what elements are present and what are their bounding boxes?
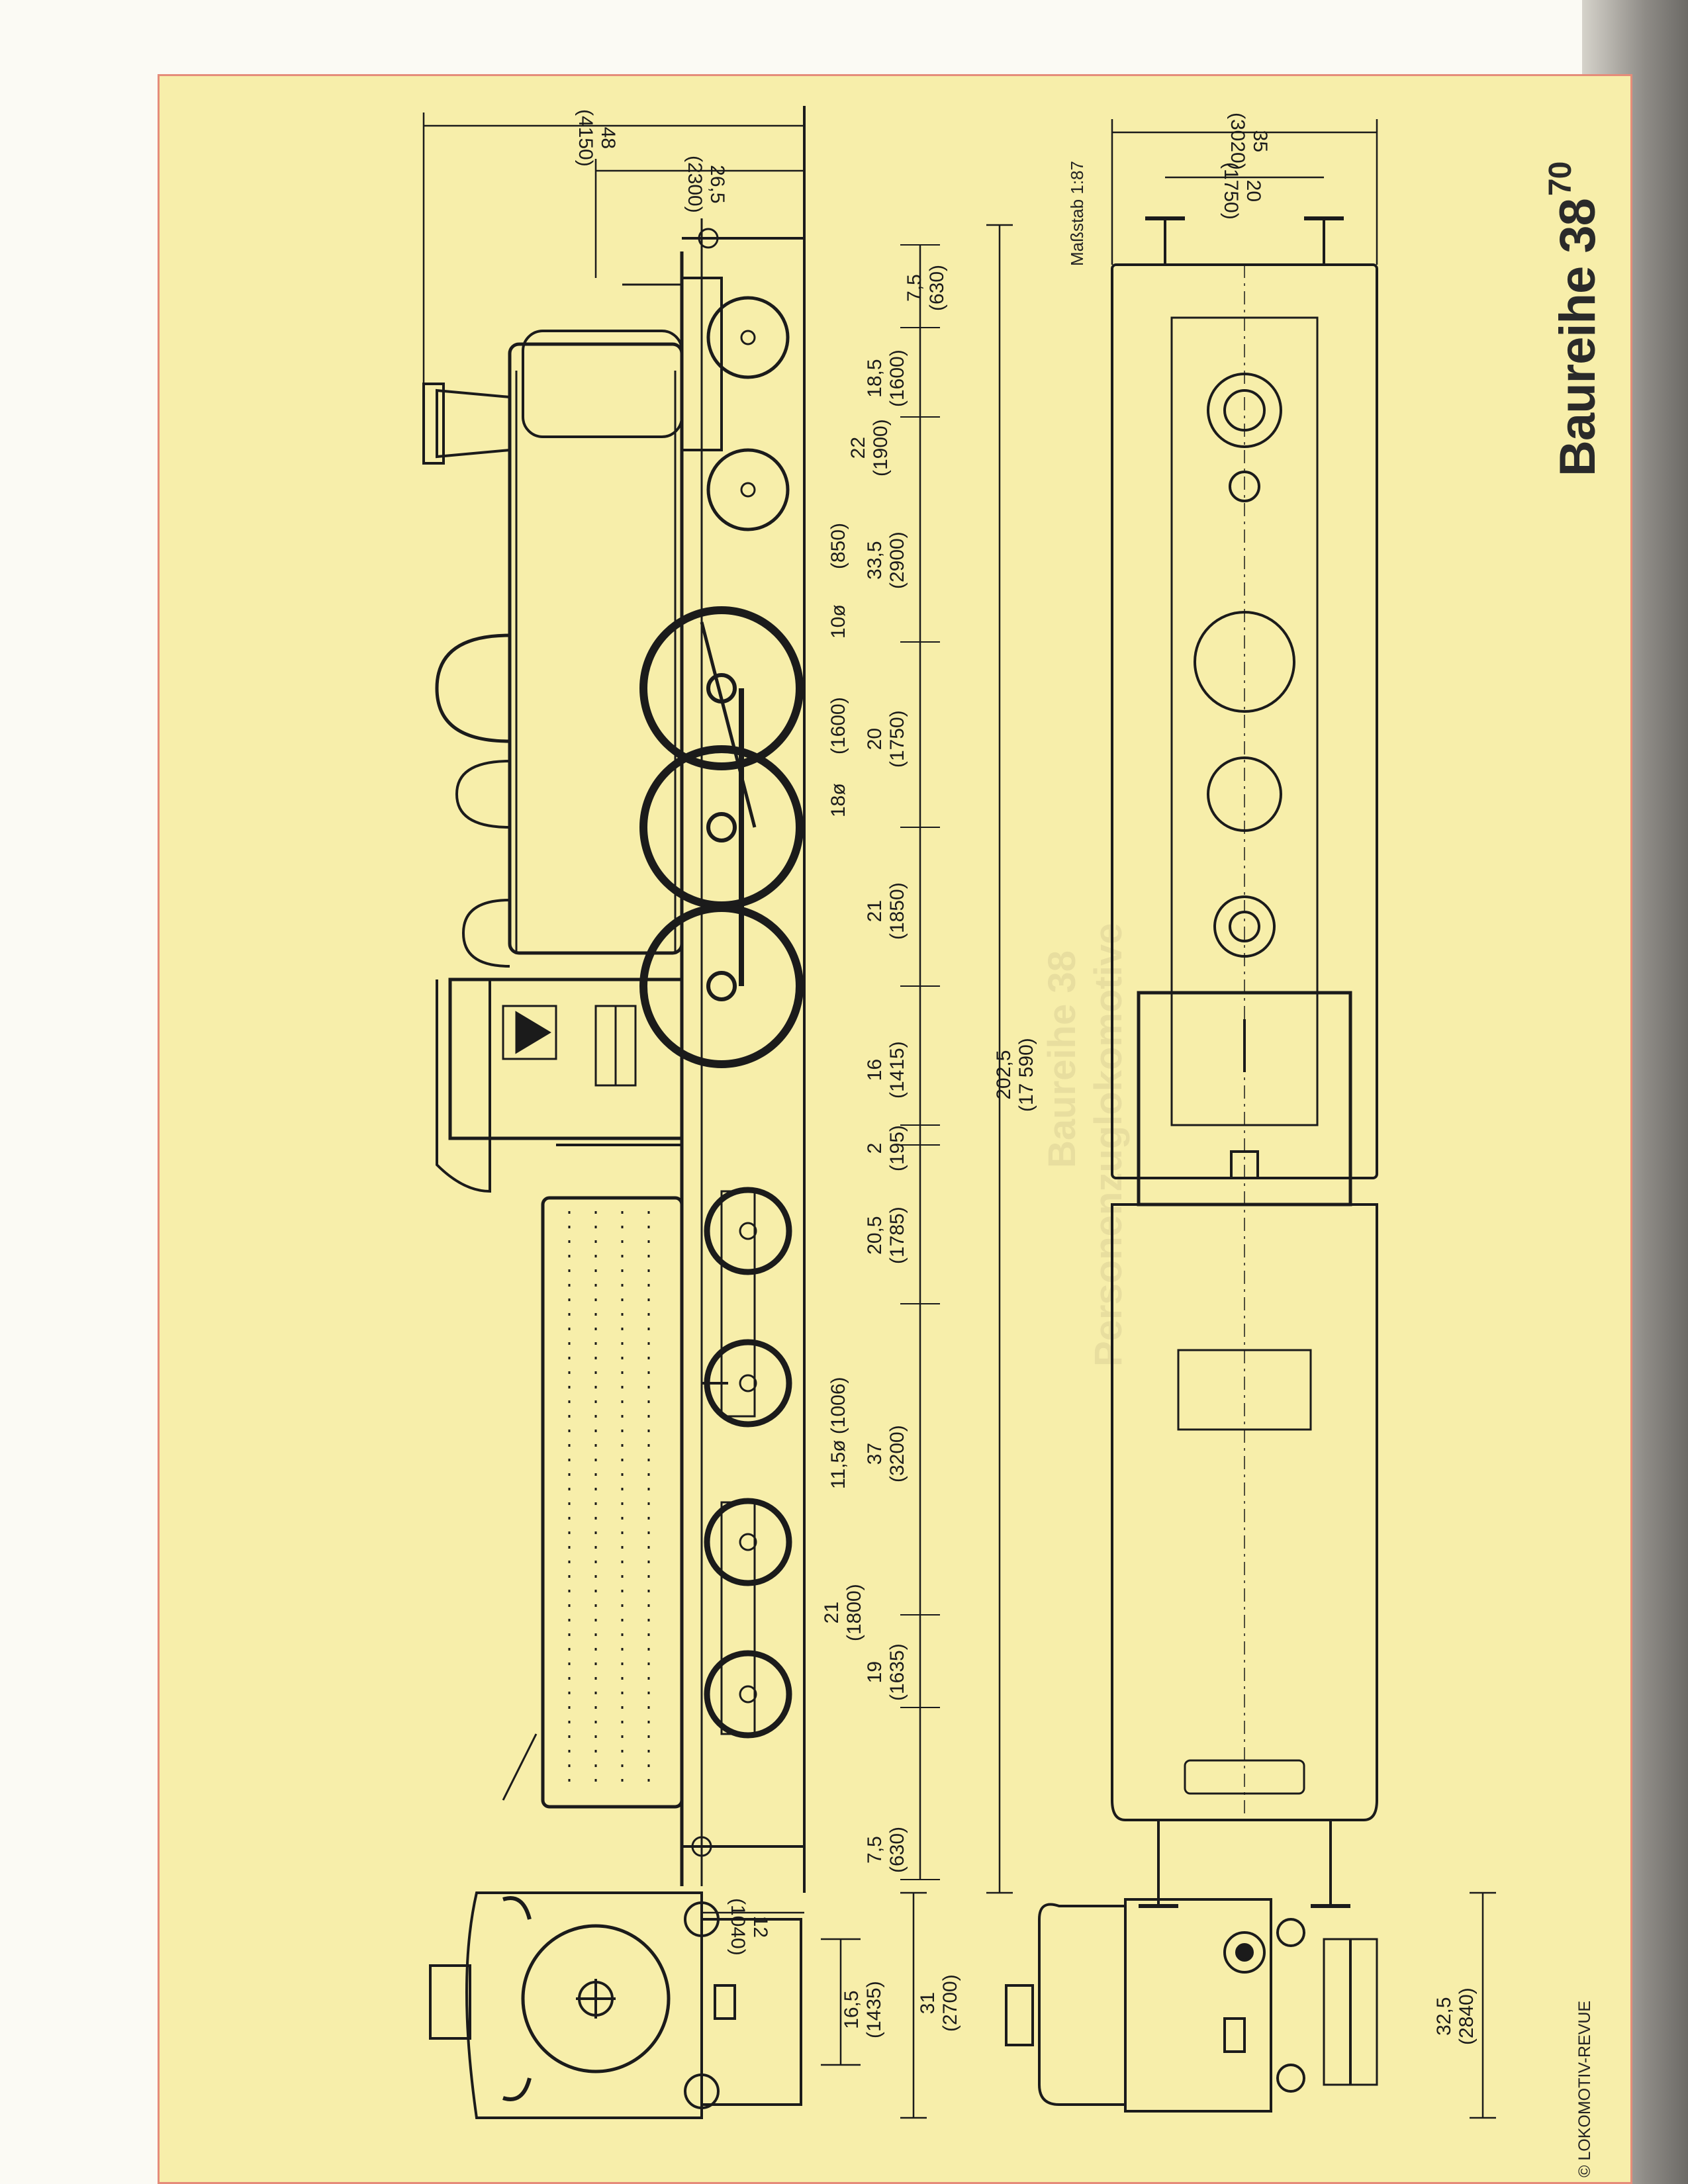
dim-driver-to-drawbar: 16(1415) <box>864 1041 908 1099</box>
rear-view <box>1005 1898 1378 2113</box>
driving-wheel-3 <box>639 904 804 1068</box>
front-dimensions <box>821 1891 927 2119</box>
dim-tender-rear: 19(1635) <box>864 1643 908 1701</box>
dim-driver-1-2: 20(1750) <box>864 710 908 768</box>
dim-bogie-centre: 22(1900) <box>847 419 892 477</box>
dim-tender-bogie-centres: 37(3200) <box>864 1425 908 1482</box>
wheel-dia-bogie-model: 10ø <box>827 604 849 639</box>
dim-rear-width: 32,5(2840) <box>1433 1987 1477 2045</box>
title-main: Baureihe 38 <box>1550 199 1606 477</box>
wheel-dia-driver: (1600) <box>827 697 849 754</box>
dim-overall-length: 202,5(17 590) <box>993 1038 1037 1112</box>
rear-dimensions <box>1470 1891 1496 2119</box>
side-dimensions <box>422 113 1013 1914</box>
dim-tender-height: 12(1040) <box>727 1898 771 1956</box>
top-dimensions <box>1111 119 1378 265</box>
dim-rear-overhang: 7,5(630) <box>864 1826 908 1873</box>
dim-drawbar-gap: 2(195) <box>864 1124 908 1171</box>
dim-buffer-height: 26,5(2300) <box>684 156 728 213</box>
scale-label: Maßstab 1:87 <box>1067 161 1087 266</box>
dim-plan-track: 20(1750) <box>1220 162 1264 220</box>
wheel-dia-bogie: (850) <box>827 522 849 569</box>
dim-driver-2-3: 21(1850) <box>864 882 908 940</box>
dim-front-width: 31(2700) <box>917 1974 961 2032</box>
dim-front-gauge: 16,5(1435) <box>841 1981 885 2038</box>
page-title: Baureihe 3870 <box>1542 162 1607 477</box>
title-superscript: 70 <box>1543 161 1578 197</box>
dim-tender-bogie-wheelbase: 21(1800) <box>821 1584 865 1641</box>
driving-wheel-2 <box>639 745 804 909</box>
wheel-dia-driver-model: 18ø <box>827 783 849 817</box>
dim-plan-width: 35(3020) <box>1227 113 1271 170</box>
dim-overall-height: 48(4150) <box>575 109 619 167</box>
front-view <box>429 1891 802 2119</box>
top-view <box>1111 216 1378 1908</box>
dim-front-overhang: 7,5(630) <box>904 264 948 311</box>
driving-wheel-1 <box>639 606 804 770</box>
side-view <box>422 106 806 1893</box>
dim-bogie-to-driver: 33,5(2900) <box>864 531 908 589</box>
wheel-dia-tender: 11,5ø (1006) <box>827 1377 849 1489</box>
drawing-plate: Baureihe 38 Personenzuglokomotive <box>158 74 1632 2184</box>
dim-tender-front: 20,5(1785) <box>864 1206 908 1264</box>
dim-bogie-wheelbase: 18,5(1600) <box>864 349 908 407</box>
copyright-label: © LOKOMOTIV-REVUE <box>1575 2000 1594 2177</box>
